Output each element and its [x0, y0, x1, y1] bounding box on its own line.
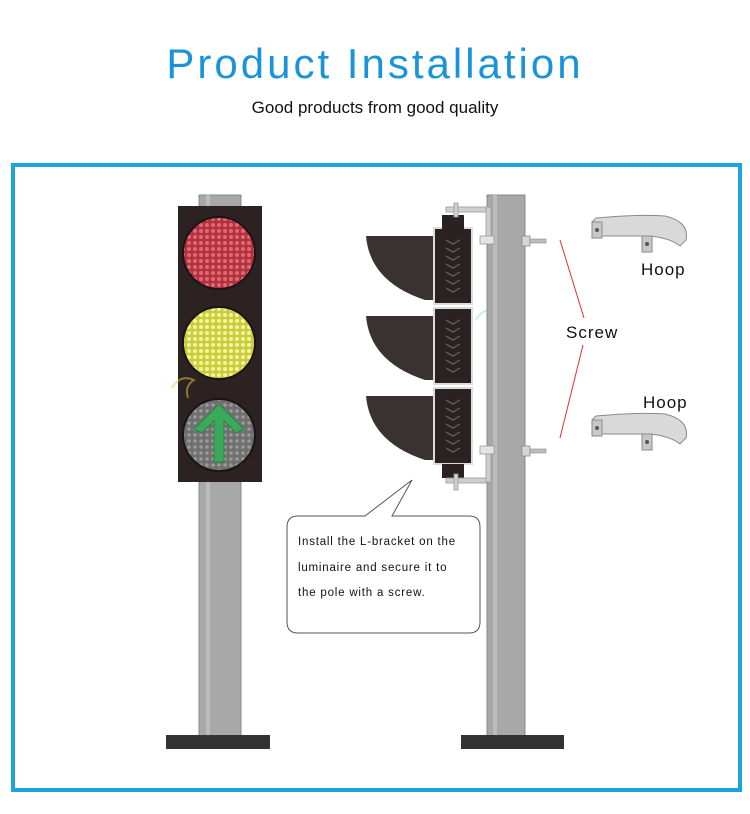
- l-bracket-top: [445, 202, 495, 245]
- hoop-top-drawing: [591, 214, 688, 253]
- side-view-housing: [433, 215, 473, 478]
- page-subtitle: Good products from good quality: [251, 98, 499, 117]
- front-view-base: [166, 735, 270, 749]
- callout-line-2: luminaire and secure it to: [298, 561, 448, 574]
- screw-top: [521, 235, 547, 247]
- side-view-pole: [486, 194, 526, 741]
- screw-bottom: [521, 445, 547, 457]
- l-bracket-bottom: [445, 445, 495, 491]
- page-title: Product Installation: [166, 40, 584, 87]
- callout-line-1: Install the L-bracket on the: [298, 536, 456, 548]
- hoop-label-bottom: Hoop: [643, 393, 688, 412]
- side-view-base: [461, 735, 564, 749]
- lamp-visors: [366, 236, 434, 460]
- callout-bubble: [286, 479, 481, 634]
- green-arrow-lamp: [182, 398, 256, 472]
- screw-label: Screw: [566, 323, 619, 342]
- red-lamp: [182, 216, 256, 290]
- hoop-label-top: Hoop: [641, 260, 686, 279]
- callout-line-3: the pole with a screw.: [298, 587, 426, 599]
- diagram-frame: [11, 163, 742, 792]
- hoop-bottom-drawing: [591, 412, 688, 451]
- screw-leader-lines: [559, 239, 585, 439]
- callout-text: Install the L-bracket on the luminaire a…: [298, 530, 488, 607]
- yellow-lamp: [182, 306, 256, 380]
